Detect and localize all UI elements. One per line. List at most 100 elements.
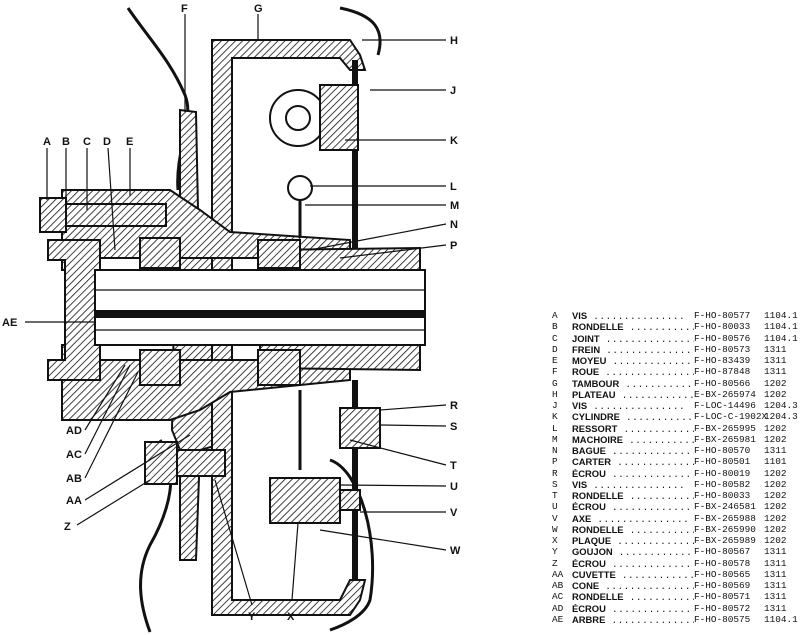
brake-drum (211, 39, 367, 616)
part-reference: F-HO-83439 (694, 355, 751, 366)
bearing-inner (139, 237, 181, 269)
part-code: U (552, 501, 558, 513)
part-code: C (552, 332, 558, 344)
wheel-stud (176, 449, 226, 477)
part-code: AD (552, 602, 564, 614)
part-group: 1202 (764, 512, 787, 524)
part-code: AE (552, 613, 564, 625)
part-name: VIS ............... (572, 401, 686, 412)
callout-D: D (103, 136, 111, 148)
backing-plate-lower (352, 380, 358, 580)
part-group: 1311 (764, 591, 787, 603)
part-group: 1101 (764, 456, 787, 468)
callout-W: W (450, 545, 461, 557)
part-code: P (552, 456, 558, 468)
part-group: 1104.1 (764, 332, 798, 344)
part-reference: F-HO-87848 (694, 366, 751, 378)
callout-AD: AD (66, 425, 82, 437)
bearing-outer-lower (257, 349, 301, 386)
part-name: RONDELLE ............... (572, 322, 694, 334)
callout-E: E (126, 136, 133, 148)
part-name: CYLINDRE ............... (572, 412, 694, 424)
part-name: CUVETTE ............... (572, 569, 694, 581)
part-group: 1202 (764, 467, 787, 479)
part-name: ARBRE ............... (572, 614, 694, 626)
bleed-screw (339, 407, 381, 449)
callout-J: J (450, 85, 456, 97)
part-group: 1104.1 (764, 310, 798, 321)
callout-Y: Y (248, 611, 256, 623)
part-name: VIS ............... (572, 479, 686, 491)
callout-K: K (450, 135, 458, 147)
part-code: Y (552, 546, 558, 558)
callout-H: H (450, 35, 458, 47)
hub-brake-cross-section-diagram: A B C D E F G H J K L M N P R S T U V W … (2, 3, 461, 633)
part-code: R (552, 467, 558, 479)
callout-L: L (450, 181, 457, 193)
leader-lines (25, 14, 447, 606)
part-group: 1202 (764, 388, 787, 400)
tyre-outline-upper (126, 7, 190, 191)
part-code: T (552, 490, 558, 501)
callout-R: R (450, 400, 458, 412)
part-group: 1311 (764, 355, 787, 366)
part-group: 1104.1 (764, 321, 798, 333)
part-group: 1202 (764, 377, 787, 389)
hub-bolt-shank (65, 203, 167, 227)
part-group: 1202 (764, 422, 787, 434)
wheel-cylinder-bore (285, 105, 311, 131)
part-group: 1202 (764, 535, 787, 546)
part-reference: F-HO-80033 (694, 321, 751, 333)
part-code: N (552, 445, 558, 456)
part-name: BAGUE ............... (572, 446, 694, 457)
bearing-outer (257, 239, 301, 269)
part-code: G (552, 377, 558, 389)
wheel-cylinder-block (319, 84, 359, 151)
part-name: ROUE ............... (572, 367, 694, 379)
part-group: 1202 (764, 433, 787, 445)
part-group: 1311 (764, 366, 787, 378)
callout-M: M (450, 200, 459, 212)
part-group: 1204.3 (764, 400, 798, 411)
callout-V: V (450, 507, 458, 519)
part-code: B (552, 321, 558, 333)
part-reference: F-HO-80573 (694, 343, 751, 355)
part-name: RONDELLE ............... (572, 524, 694, 536)
part-reference: F-HO-80033 (694, 490, 751, 501)
part-code: H (552, 388, 558, 400)
axle-shaft-core (95, 310, 425, 318)
part-code: AB (552, 580, 564, 591)
part-code: A (552, 310, 558, 321)
part-code: X (552, 535, 558, 546)
parts-row: B RONDELLE ...............F-HO-80033 1104.… (552, 321, 798, 334)
part-group: 1311 (764, 568, 787, 580)
callout-AC: AC (66, 449, 82, 461)
callout-B: B (62, 136, 70, 148)
hub-end-cap (47, 239, 101, 381)
axle-shaft (94, 269, 426, 346)
bearing-inner-lower (139, 349, 181, 386)
part-group: 1202 (764, 523, 787, 535)
part-group: 1311 (764, 580, 787, 591)
part-name: TAMBOUR ............... (572, 378, 694, 390)
callout-F: F (181, 3, 188, 15)
callout-T: T (450, 460, 457, 472)
part-group: 1202 (764, 490, 787, 501)
callout-S: S (450, 421, 457, 433)
part-group: 1311 (764, 602, 787, 614)
part-code: AC (552, 591, 564, 603)
